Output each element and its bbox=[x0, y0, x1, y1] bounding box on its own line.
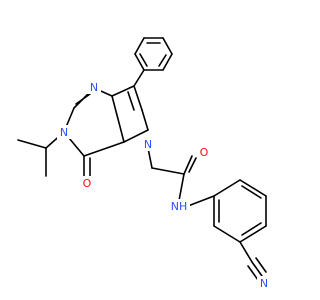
pyrrole-ring bbox=[111, 85, 149, 143]
atom-nh: NH bbox=[171, 200, 188, 213]
molecule-structure: N N N NH O O N bbox=[17, 37, 271, 290]
pyrimidinone-ring bbox=[63, 87, 125, 157]
atom-labels: N N N NH O O N bbox=[57, 80, 271, 290]
atom-n3: N bbox=[60, 126, 68, 139]
atom-n1: N bbox=[90, 81, 98, 94]
cyanophenyl-ring bbox=[213, 179, 267, 243]
phenyl-ring bbox=[134, 37, 173, 71]
atom-n5: N bbox=[144, 138, 152, 151]
atom-n-nitrile: N bbox=[260, 277, 268, 290]
acetamide-linker bbox=[147, 147, 197, 207]
nitrile-group bbox=[239, 241, 267, 281]
molecule-diagram: N N N NH O O N bbox=[17, 37, 271, 290]
ring-carbonyl bbox=[83, 155, 91, 177]
atom-o-ring: O bbox=[83, 177, 92, 190]
nh-aryl-bond bbox=[187, 195, 215, 207]
atom-o-amide: O bbox=[200, 146, 209, 159]
phenyl-pyrrole-bond bbox=[133, 69, 145, 87]
